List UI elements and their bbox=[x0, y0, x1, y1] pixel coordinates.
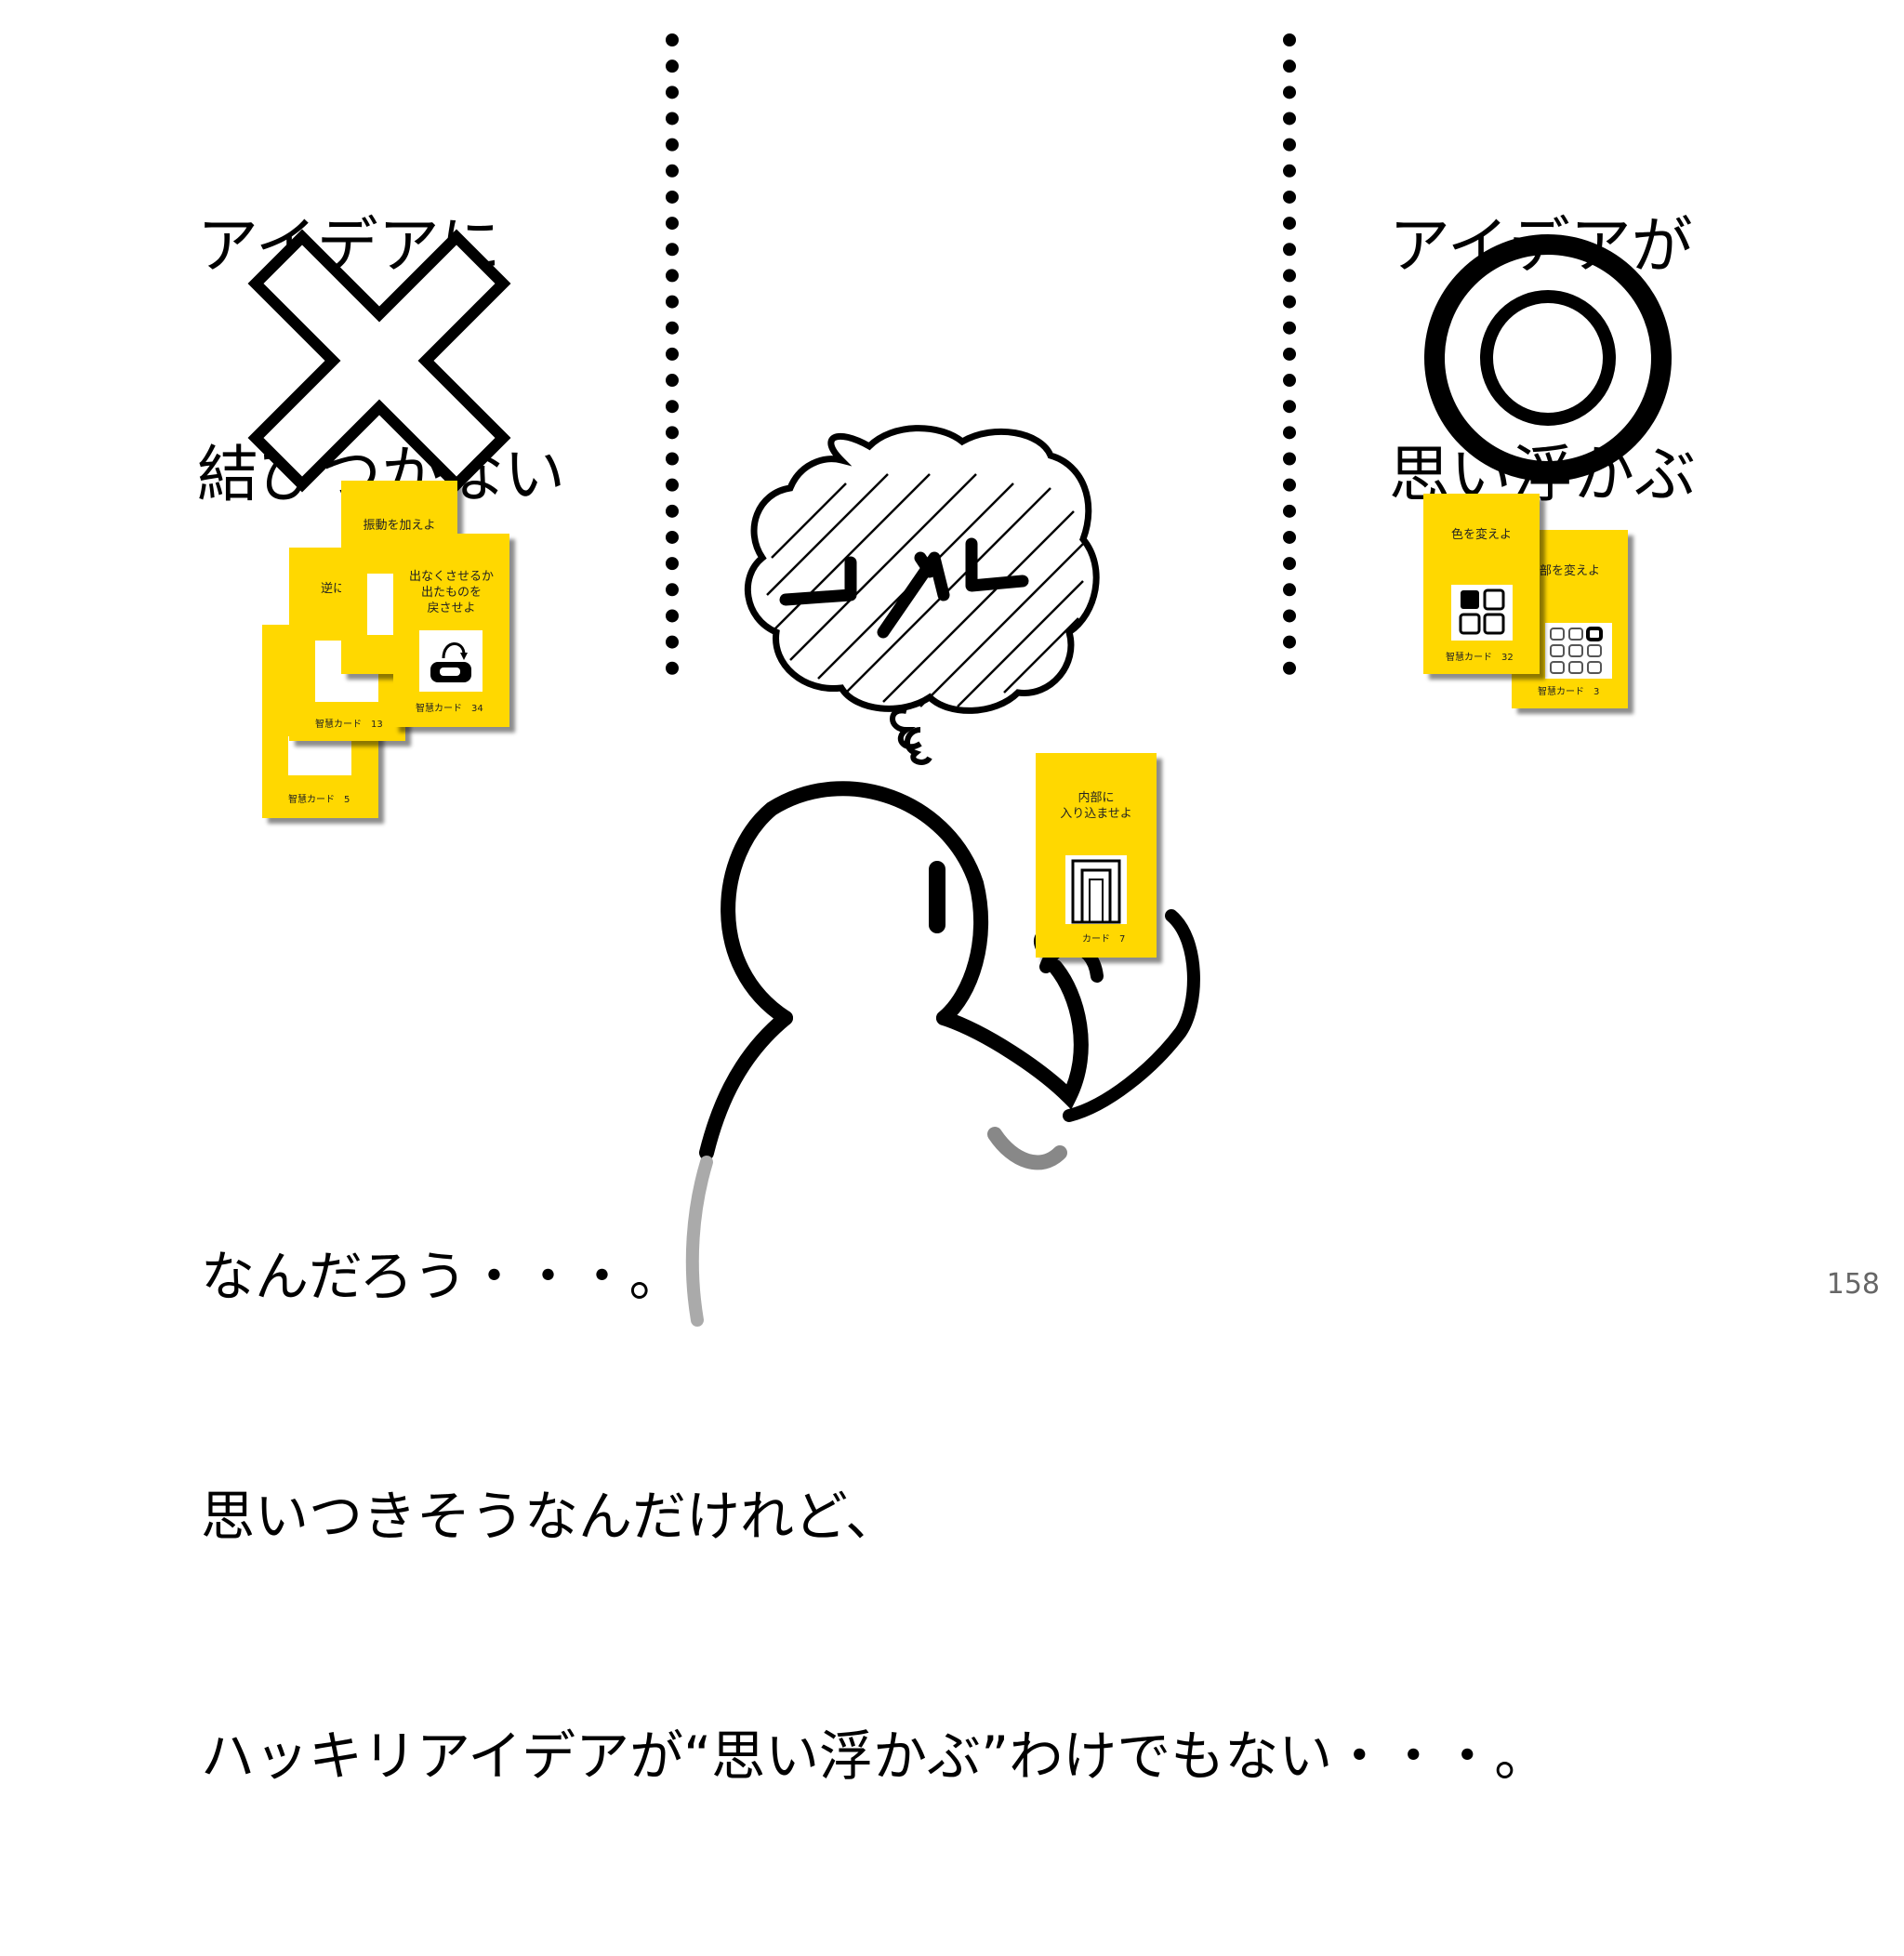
caption-line-1: なんだろう・・・。 bbox=[201, 1245, 683, 1308]
card-number: 智慧カード 32 bbox=[1446, 653, 1514, 663]
thought-cloud bbox=[745, 425, 1100, 765]
card-illustration bbox=[1545, 623, 1612, 679]
card-illustration bbox=[1065, 855, 1127, 924]
left-dotted-divider bbox=[666, 33, 692, 675]
doorway-icon bbox=[1071, 859, 1121, 924]
card-title: 出なくさせるか 出たものを 戻させよ bbox=[408, 570, 494, 615]
thinking-person bbox=[685, 781, 1200, 1327]
card-number: 智慧カード 34 bbox=[416, 704, 483, 714]
card-number: 智慧カード 5 bbox=[288, 795, 350, 805]
grid-squares-icon bbox=[1550, 627, 1603, 674]
wisdom-card-32: 色を変えよ 智慧カード 32 bbox=[1423, 494, 1540, 674]
caption-line-3: ハッキリアイデアが“思い浮かぶ”わけでもない・・・。 bbox=[201, 1725, 1549, 1788]
wisdom-card-34: 出なくさせるか 出たものを 戻させよ 智慧カード 34 bbox=[393, 534, 509, 727]
card-illustration bbox=[288, 736, 351, 775]
card-number: 智慧カード 3 bbox=[1538, 687, 1600, 697]
card-illustration bbox=[419, 630, 483, 692]
cross-mark-icon bbox=[247, 229, 511, 493]
held-wisdom-card-7: 内部に 入り込ませよ カード 7 bbox=[1036, 753, 1157, 958]
card-number: 智慧カード 13 bbox=[315, 720, 383, 730]
card-illustration bbox=[1451, 585, 1513, 641]
right-dotted-divider bbox=[1283, 33, 1309, 675]
double-circle-icon bbox=[1424, 234, 1672, 482]
card-number: カード 7 bbox=[1082, 934, 1126, 945]
card-title: 逆に bbox=[321, 582, 346, 596]
caption-line-2: 思いつきそうなんだけれど、 bbox=[201, 1485, 900, 1548]
card-title: 振動を加えよ bbox=[363, 519, 436, 533]
card-title: 内部に 入り込ませよ bbox=[1060, 791, 1132, 821]
illustration-layer bbox=[247, 229, 1672, 1327]
page-number: 158 bbox=[1826, 1268, 1880, 1301]
card-title: 色を変えよ bbox=[1450, 528, 1512, 542]
slide: アイデアに 結びつかない アイデアが 思い浮かぶ bbox=[197, 33, 1880, 1788]
drain-icon bbox=[430, 642, 471, 682]
card-title: 部を変えよ bbox=[1539, 564, 1600, 578]
color-squares-icon bbox=[1459, 588, 1505, 635]
caption: なんだろう・・・。 思いつきそうなんだけれど、 ハッキリアイデアが“思い浮かぶ”… bbox=[201, 1077, 1548, 1956]
